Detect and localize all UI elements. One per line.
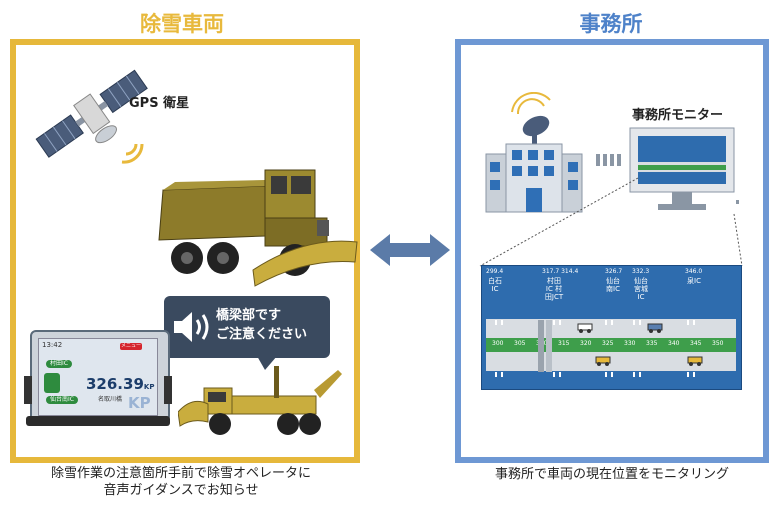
kp-tick: 325: [602, 340, 614, 347]
bidirectional-arrow-icon: [370, 234, 450, 266]
left-panel-title: 除雪車両: [140, 12, 224, 36]
left-caption: 除雪作業の注意箇所手前で除雪オペレータに 音声ガイダンスでお知らせ: [50, 466, 311, 498]
office-monitor-label: 事務所モニター: [632, 108, 724, 123]
kp-tick: 335: [646, 340, 658, 347]
nav-big-kp: KP: [128, 394, 151, 412]
speaker-icon: [174, 312, 209, 342]
kp-tick: 315: [558, 340, 570, 347]
nav-road-icon: [44, 373, 60, 393]
right-panel-title: 事務所: [579, 12, 643, 36]
zoom-connector: [479, 177, 743, 267]
kp-tick: 320: [580, 340, 592, 347]
kp-tick: 330: [624, 340, 636, 347]
nav-menu-button: メニュー: [120, 343, 142, 350]
ic-num-3: 326.7: [605, 268, 623, 275]
nav-kp-readout: 326.39KP: [86, 375, 155, 393]
nav-bottom-label: 名取川橋: [98, 396, 123, 403]
gps-label: GPS 衛星: [129, 96, 190, 111]
kp-tick: 300: [492, 340, 504, 347]
snowplow-marker-icon: [687, 356, 703, 366]
ic-markers: [495, 320, 695, 377]
kp-tick: 350: [712, 340, 724, 347]
kp-tick: 345: [690, 340, 702, 347]
vehicle-icon: [647, 323, 663, 333]
right-caption: 事務所で車両の現在位置をモニタリング: [494, 467, 729, 482]
nav-time: 13:42: [42, 341, 63, 349]
nav-base: [26, 416, 170, 426]
satellite-icon: [35, 69, 148, 164]
ic-name-1: 白石IC: [488, 277, 502, 293]
bubble-text: 橋梁部です ご注意ください: [216, 308, 308, 342]
ic-num-4: 332.3: [632, 268, 650, 275]
ic-name-2: 村田IC 村田JCT: [544, 277, 564, 301]
kp-tick: 305: [514, 340, 526, 347]
office-monitor-image: [629, 127, 739, 210]
signal-bars-icon: [596, 154, 621, 166]
nav-bracket-left: [24, 376, 32, 404]
ic-num-5: 346.0: [685, 268, 703, 275]
kp-tick: 340: [668, 340, 680, 347]
bubble-tail: [257, 356, 277, 370]
ic-num-1: 299.4: [486, 268, 504, 275]
ic-num-2: 317.7 314.4: [542, 268, 579, 275]
small-snowplow-image: [178, 366, 342, 435]
nav-ic-pill-1: 村田IC: [46, 360, 72, 368]
ic-name-5: 泉IC: [687, 277, 701, 285]
snowplow-truck-image: [158, 169, 358, 287]
ic-name-4: 仙台宮城IC: [634, 277, 648, 301]
office-building-image: [485, 92, 583, 213]
vehicle-icon: [577, 323, 593, 333]
snowplow-marker-icon: [595, 356, 611, 366]
nav-bracket-right: [164, 376, 172, 404]
ic-name-3: 仙台南IC: [606, 277, 620, 293]
nav-ic-pill-2: 仙台南IC: [46, 396, 78, 404]
